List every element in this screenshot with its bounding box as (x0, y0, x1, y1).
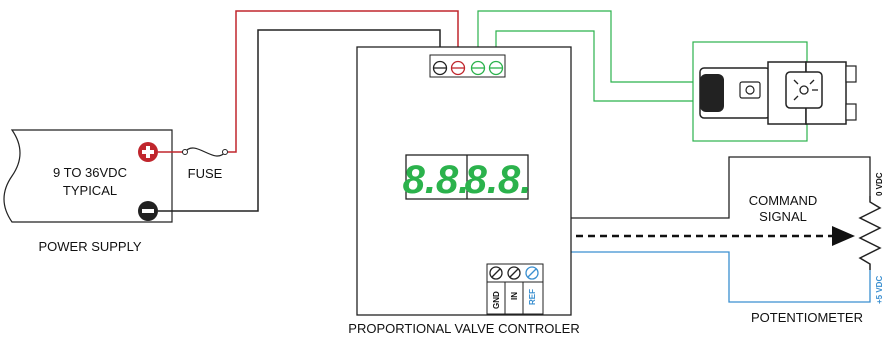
valve-wire-b (495, 30, 693, 102)
valve-connector-icon (699, 61, 857, 125)
command-arrow-icon (832, 226, 855, 246)
potentiometer: 0 VDC +5 VDC COMMAND SIGNAL POTENTIOMETE… (749, 172, 884, 325)
reference-wire (531, 251, 871, 303)
seven-segment-display: 8.8. 8.8. (403, 154, 532, 202)
controller-caption: PROPORTIONAL VALVE CONTROLER (348, 321, 579, 336)
pin-gnd-label: GND (492, 291, 501, 309)
valve-wire-a (477, 10, 693, 83)
signal-terminal-block: GND IN REF (486, 263, 544, 315)
fuse-symbol (184, 147, 226, 157)
negative-wire (158, 29, 441, 212)
display-left-digits: 8.8. (403, 158, 470, 202)
power-terminal-block (429, 54, 506, 78)
resistor-zigzag-icon (858, 196, 882, 270)
display-right-digits: 8.8. (465, 158, 532, 202)
power-supply-caption: POWER SUPPLY (38, 239, 141, 254)
pin-in-label: IN (510, 292, 519, 300)
controller: 8.8. 8.8. GND IN REF PROPORTIONAL VALVE … (348, 46, 580, 336)
supply-voltage-line1: 9 TO 36VDC (53, 165, 127, 180)
power-supply: 9 TO 36VDC TYPICAL POWER SUPPLY (3, 129, 173, 254)
supply-voltage-line2: TYPICAL (63, 183, 117, 198)
pot-top-voltage: 0 VDC (875, 172, 884, 196)
fuse-label: FUSE (188, 166, 223, 181)
pot-bottom-voltage: +5 VDC (875, 276, 884, 304)
potentiometer-caption: POTENTIOMETER (751, 310, 863, 325)
pin-ref-label: REF (528, 289, 537, 305)
command-signal-line1: COMMAND (749, 193, 818, 208)
command-signal-line2: SIGNAL (759, 209, 807, 224)
